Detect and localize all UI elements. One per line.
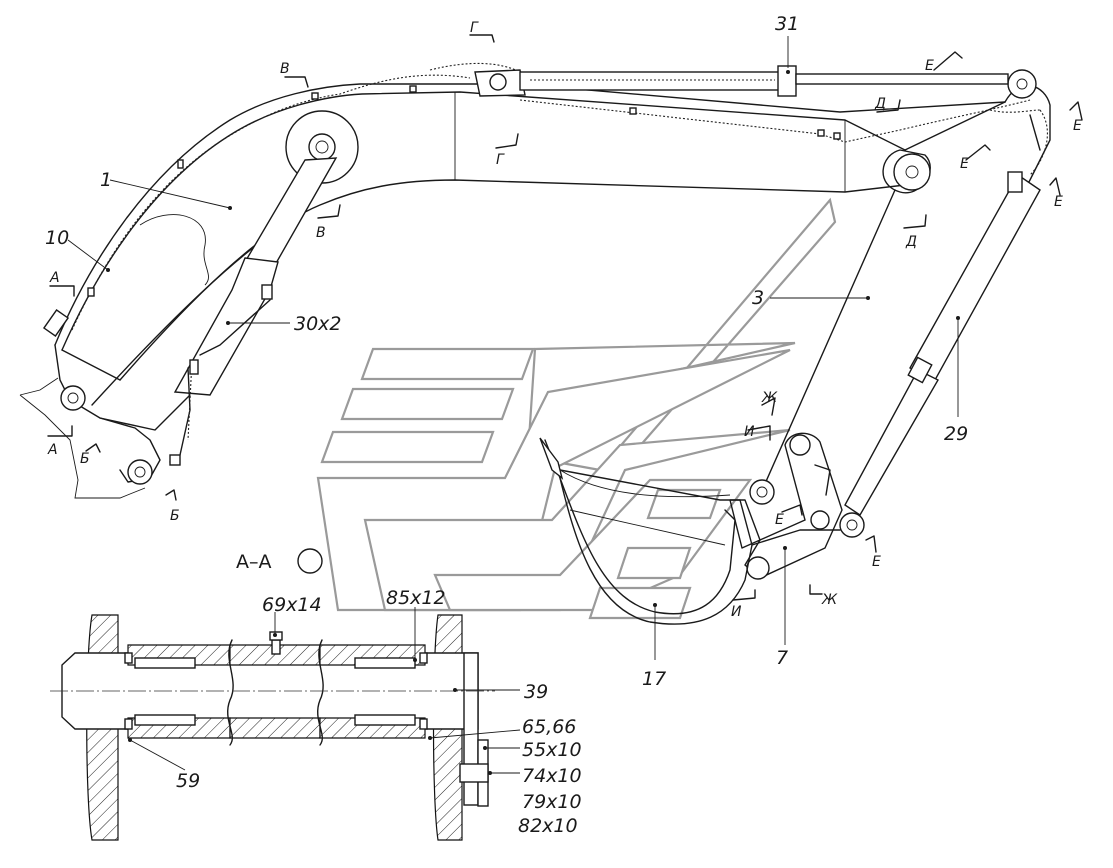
- mark-e-3: Е: [1073, 118, 1082, 134]
- callout-74: 74x10: [522, 765, 582, 787]
- boom-cylinder: [169, 110, 359, 466]
- callout-31: 31: [775, 13, 799, 35]
- mark-d-top: Д: [874, 96, 886, 112]
- callout-10: 10: [45, 227, 69, 249]
- mark-e-5: Е: [872, 554, 881, 570]
- callout-30: 30x2: [294, 313, 342, 335]
- mark-b-left: Б: [80, 451, 90, 467]
- bucket-linkage: [744, 432, 843, 580]
- mark-i-bottom: И: [731, 604, 742, 620]
- mark-e-6: Е: [775, 512, 784, 528]
- callout-labels: 1 10 30x2 3 31 29 7 17 39 59 69x14 85x12…: [45, 13, 968, 837]
- mark-zh-top: Ж: [761, 390, 778, 406]
- mark-a-bottom: А: [47, 442, 58, 458]
- mark-a-top: А: [49, 270, 60, 286]
- arm: [759, 69, 1051, 506]
- bucket-cylinder: [839, 171, 1041, 538]
- section-title: А–А: [236, 551, 272, 573]
- callout-69: 69x14: [262, 594, 322, 616]
- bucket: [539, 437, 761, 625]
- boom: [19, 62, 1031, 499]
- mark-v-bottom: В: [316, 225, 326, 241]
- arm-cylinder: [474, 65, 1009, 97]
- callout-79: 79x10: [522, 791, 582, 813]
- section-a-a: А–А: [50, 548, 495, 841]
- callout-1: 1: [100, 169, 112, 191]
- mark-e-1: Е: [925, 58, 934, 74]
- callout-82: 82x10: [518, 815, 578, 837]
- mark-v-top: В: [280, 61, 290, 77]
- watermark-logo: [316, 197, 837, 620]
- section-mark-labels: А А Б Б В В Г Г Д Д Е Е Е Е Е Е Ж Ж И И: [47, 20, 1082, 620]
- callout-85: 85x12: [386, 587, 446, 609]
- callout-59: 59: [176, 770, 200, 792]
- section-circle-icon: [297, 548, 323, 574]
- callout-3: 3: [752, 287, 764, 309]
- mark-e-4: Е: [1054, 194, 1063, 210]
- mark-e-2: Е: [960, 156, 969, 172]
- section-marks: [47, 34, 1083, 601]
- mark-g-top: Г: [470, 20, 479, 36]
- callout-65-66: 65,66: [522, 716, 576, 738]
- leader-lines: [67, 36, 960, 775]
- mark-zh-bottom: Ж: [821, 592, 838, 608]
- mark-d-bottom: Д: [905, 234, 917, 250]
- callout-29: 29: [944, 423, 968, 445]
- mark-g-bottom: Г: [496, 152, 505, 168]
- callout-55: 55x10: [522, 739, 582, 761]
- callout-39: 39: [524, 681, 548, 703]
- mark-i-top: И: [744, 424, 755, 440]
- callout-17: 17: [642, 668, 666, 690]
- mark-b-right: Б: [170, 508, 180, 524]
- callout-7: 7: [776, 647, 788, 669]
